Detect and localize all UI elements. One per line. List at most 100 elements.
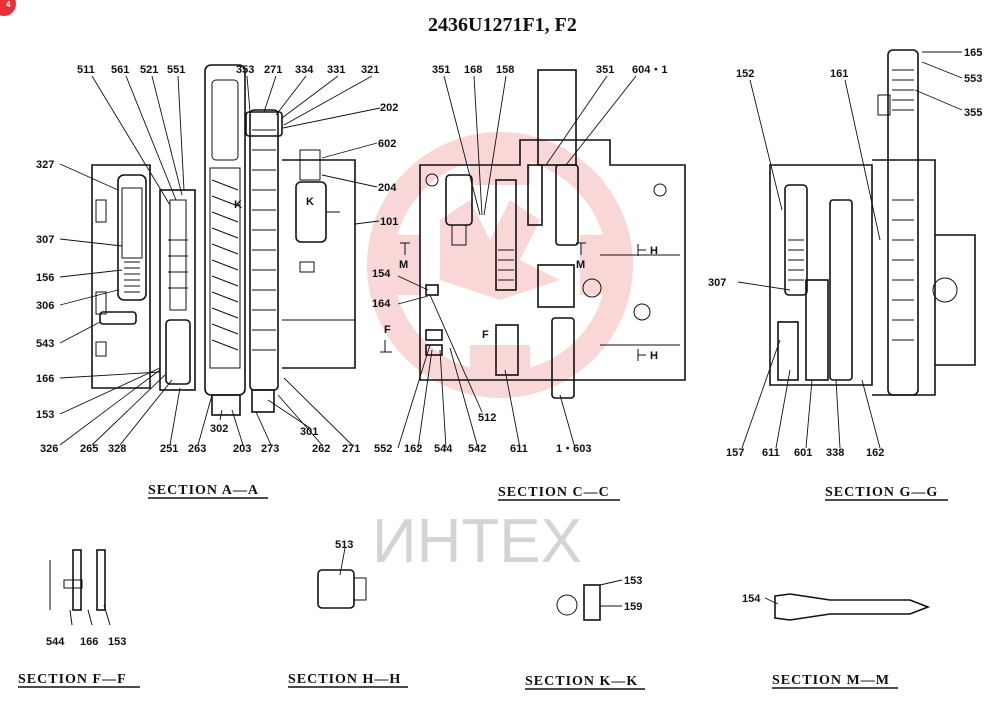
callout-aa2: 561 bbox=[111, 64, 129, 76]
callout-cc9: 552 bbox=[374, 443, 392, 455]
callout-kk2: 159 bbox=[624, 601, 642, 613]
view-marker-f-2: F bbox=[482, 329, 489, 341]
callout-aa20: 153 bbox=[36, 409, 54, 421]
callout-aa29: 301 bbox=[300, 426, 318, 438]
view-marker-k: K bbox=[234, 199, 242, 211]
callout-aa9: 321 bbox=[361, 64, 379, 76]
callout-aa30: 262 bbox=[312, 443, 330, 455]
callout-aa14: 327 bbox=[36, 159, 54, 171]
callout-aa22: 265 bbox=[80, 443, 98, 455]
callout-cc2: 168 bbox=[464, 64, 482, 76]
section-kk-drawing bbox=[556, 579, 623, 621]
callout-aa25: 263 bbox=[188, 443, 206, 455]
callout-cc7: 164 bbox=[372, 298, 391, 310]
callout-gg8: 611 bbox=[762, 447, 780, 459]
callout-aa3: 521 bbox=[140, 64, 158, 76]
callout-cc11: 544 bbox=[434, 443, 453, 455]
callout-aa6: 271 bbox=[264, 64, 282, 76]
section-cc-callouts: 351 168 158 351 604・1 154 164 512 552 16… bbox=[372, 64, 667, 455]
callout-mm1: 154 bbox=[742, 593, 761, 605]
callout-aa10: 202 bbox=[380, 102, 398, 114]
callout-gg4: 152 bbox=[736, 68, 754, 80]
callout-cc12: 542 bbox=[468, 443, 486, 455]
section-gg-title: SECTION G—G bbox=[825, 485, 938, 500]
callout-cc5: 604・1 bbox=[632, 64, 667, 76]
callout-cc6: 154 bbox=[372, 268, 391, 280]
callout-ff1: 544 bbox=[46, 636, 65, 648]
section-gg-drawing bbox=[769, 49, 976, 396]
callout-aa15: 307 bbox=[36, 234, 54, 246]
callout-cc8: 512 bbox=[478, 412, 496, 424]
callout-aa7: 334 bbox=[295, 64, 314, 76]
section-ff-callouts: 544 166 153 bbox=[46, 636, 126, 648]
callout-aa24: 251 bbox=[160, 443, 178, 455]
callout-hh1: 513 bbox=[335, 539, 353, 551]
section-ff-title: SECTION F—F bbox=[18, 672, 127, 687]
section-cc-leaders bbox=[397, 75, 637, 449]
callout-gg6: 307 bbox=[708, 277, 726, 289]
callout-aa16: 156 bbox=[36, 272, 54, 284]
view-marker-f: F bbox=[384, 324, 391, 336]
callout-aa19: 166 bbox=[36, 373, 54, 385]
callout-aa13: 101 bbox=[380, 216, 398, 228]
section-cc-drawing bbox=[419, 69, 686, 399]
callout-cc14: 1・603 bbox=[556, 443, 591, 455]
section-aa-leaders bbox=[59, 75, 381, 446]
view-marker-m: M bbox=[399, 259, 408, 271]
callout-aa26: 302 bbox=[210, 423, 228, 435]
view-marker-k2: K bbox=[306, 196, 314, 208]
callout-aa11: 602 bbox=[378, 138, 396, 150]
callout-ff3: 153 bbox=[108, 636, 126, 648]
callout-aa27: 203 bbox=[233, 443, 251, 455]
callout-gg10: 338 bbox=[826, 447, 844, 459]
section-cc-title: SECTION C—C bbox=[498, 485, 610, 500]
section-aa-callouts: 511 561 521 551 353 271 334 331 321 202 … bbox=[36, 64, 398, 455]
section-cc-markers: M M F F H H bbox=[380, 242, 658, 362]
callout-aa5: 353 bbox=[236, 64, 254, 76]
callout-cc13: 611 bbox=[510, 443, 528, 455]
section-gg-leaders bbox=[737, 51, 963, 449]
callout-aa8: 331 bbox=[327, 64, 345, 76]
section-aa-drawing bbox=[91, 64, 356, 416]
section-hh-drawing bbox=[317, 547, 367, 609]
watermark-gear-icon bbox=[367, 132, 633, 398]
section-kk-callouts: 153 159 bbox=[624, 575, 642, 613]
callout-aa23: 328 bbox=[108, 443, 126, 455]
callout-cc10: 162 bbox=[404, 443, 422, 455]
callout-aa1: 511 bbox=[77, 64, 95, 76]
callout-aa12: 204 bbox=[378, 182, 397, 194]
callout-aa17: 306 bbox=[36, 300, 54, 312]
page-title: 2436U1271F1, F2 bbox=[428, 14, 577, 36]
callout-cc3: 158 bbox=[496, 64, 514, 76]
section-kk-title: SECTION K—K bbox=[525, 674, 638, 689]
section-gg-callouts: 165 553 355 152 161 307 157 611 601 338 … bbox=[708, 47, 982, 459]
callout-gg1: 165 bbox=[964, 47, 982, 59]
section-hh-title: SECTION H—H bbox=[288, 672, 401, 687]
callout-gg11: 162 bbox=[866, 447, 884, 459]
section-aa-title: SECTION A—A bbox=[148, 483, 259, 498]
callout-gg7: 157 bbox=[726, 447, 744, 459]
page-badge: 4 bbox=[6, 0, 11, 9]
callout-kk1: 153 bbox=[624, 575, 642, 587]
view-marker-m-2: M bbox=[576, 259, 585, 271]
section-ff-drawing bbox=[49, 549, 111, 626]
callout-aa21: 326 bbox=[40, 443, 58, 455]
callout-aa31: 271 bbox=[342, 443, 360, 455]
callout-gg9: 601 bbox=[794, 447, 812, 459]
callout-gg5: 161 bbox=[830, 68, 848, 80]
callout-cc4: 351 bbox=[596, 64, 614, 76]
callout-ff2: 166 bbox=[80, 636, 98, 648]
page-badge-icon bbox=[0, 0, 16, 16]
section-mm-title: SECTION M—M bbox=[772, 673, 890, 688]
watermark-text: ИНТЕХ bbox=[372, 507, 582, 576]
callout-cc1: 351 bbox=[432, 64, 450, 76]
callout-aa4: 551 bbox=[167, 64, 185, 76]
section-mm-drawing bbox=[764, 593, 931, 621]
view-marker-h-2: H bbox=[650, 350, 658, 362]
callout-gg2: 553 bbox=[964, 73, 982, 85]
callout-aa28: 273 bbox=[261, 443, 279, 455]
view-marker-h: H bbox=[650, 245, 658, 257]
callout-gg3: 355 bbox=[964, 107, 982, 119]
